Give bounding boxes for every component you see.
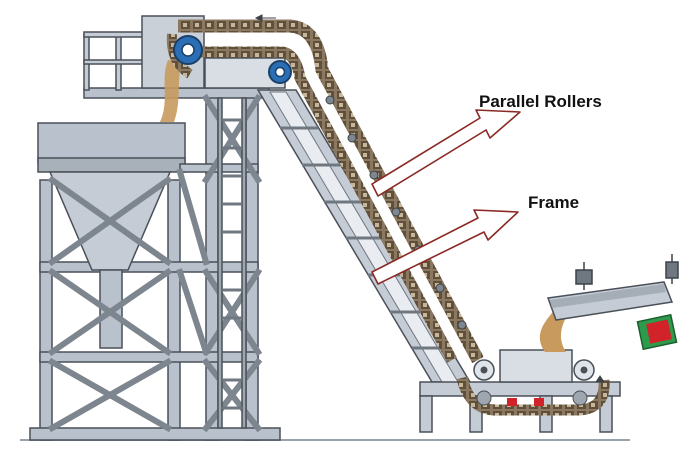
frame-label: Frame xyxy=(528,193,580,212)
red-bearing xyxy=(534,398,544,406)
direction-arrow-icon xyxy=(254,14,605,383)
tail-pulley-icon xyxy=(268,60,292,84)
tower-bracing xyxy=(47,93,263,433)
top-railing xyxy=(83,31,145,91)
tail-roller-right-icon xyxy=(573,359,595,381)
bottom-roller-icon xyxy=(476,390,588,406)
counterweight-icon xyxy=(575,254,679,290)
arrow-icon xyxy=(371,109,521,285)
bottom-chain xyxy=(456,376,610,416)
discharge-material xyxy=(160,60,182,122)
parallel-rollers-label: Parallel Rollers xyxy=(479,92,602,111)
tail-roller-left-icon xyxy=(473,359,495,381)
red-bearing xyxy=(507,398,517,406)
vibrating-feeder xyxy=(546,281,678,351)
head-pulley-icon xyxy=(173,35,203,65)
ladder xyxy=(217,97,247,429)
